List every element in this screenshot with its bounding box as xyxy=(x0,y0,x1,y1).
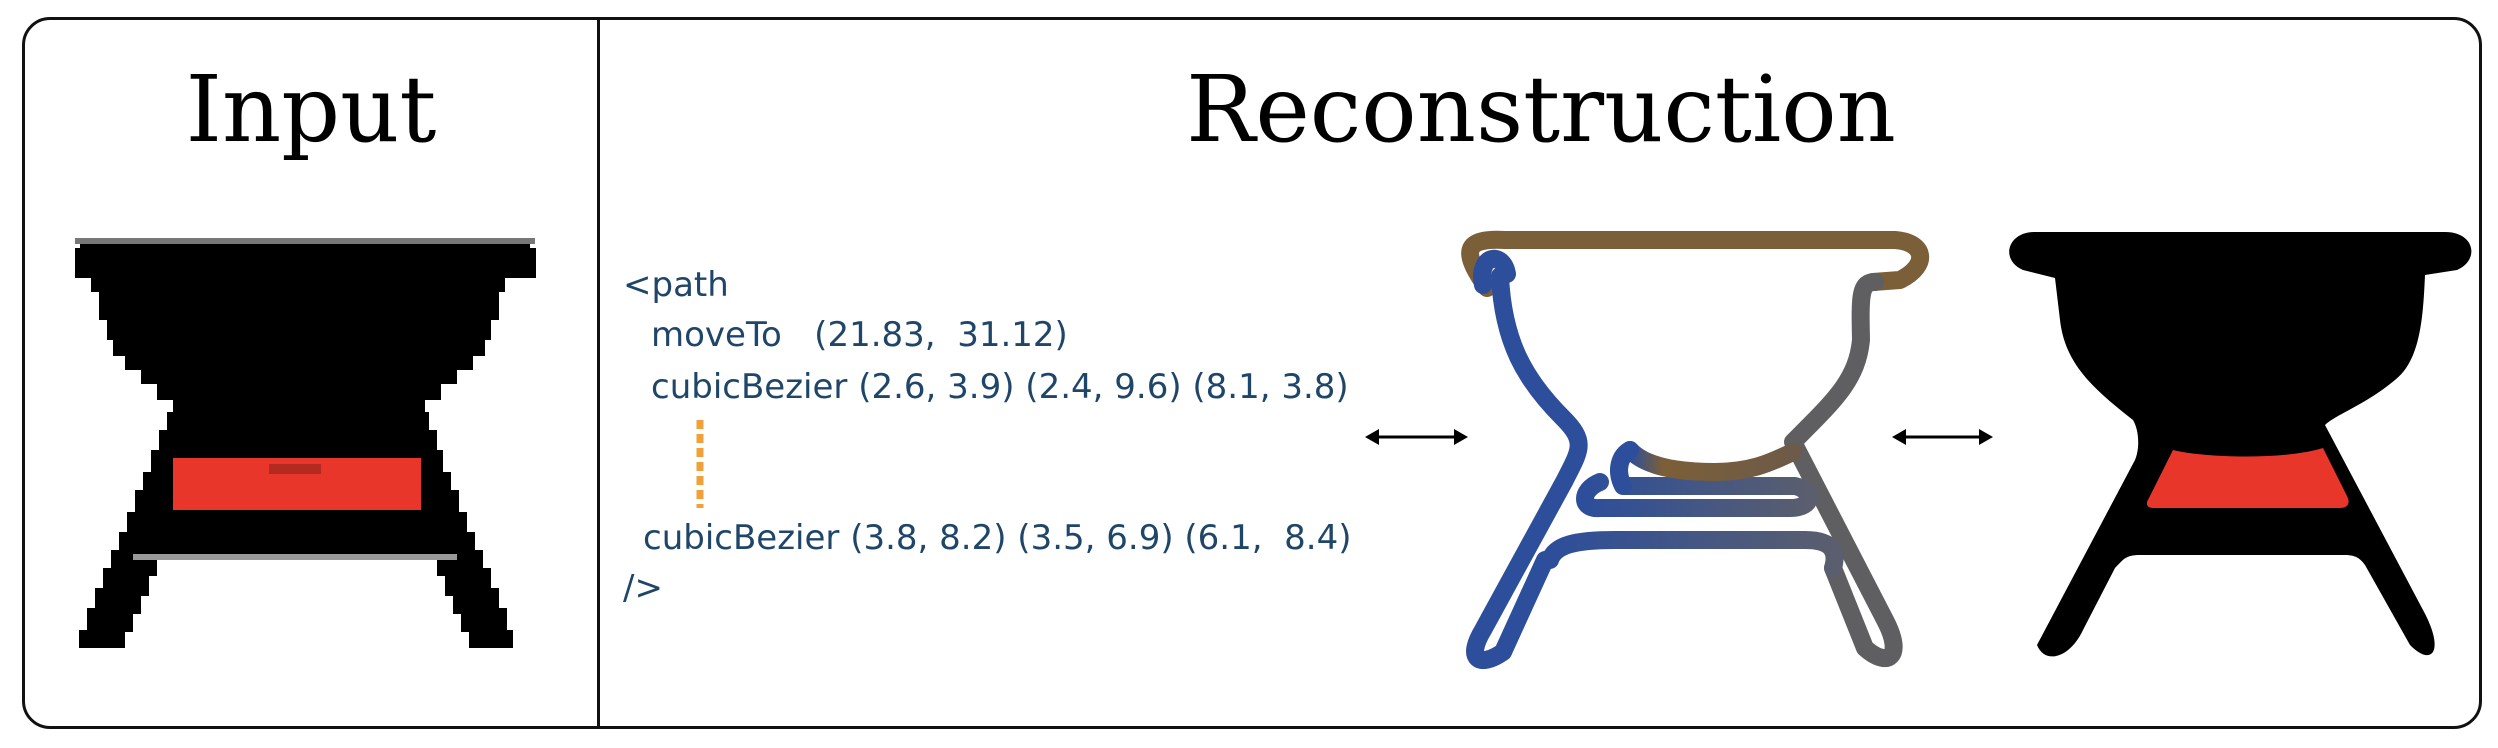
code-ellipsis-dots xyxy=(696,420,704,508)
figure-frame: Input Reconstruction <path moveTo (21.83… xyxy=(22,17,2482,729)
pixelated-stool-icon xyxy=(75,238,536,648)
code-line-path-open: <path xyxy=(623,265,729,305)
code-line-cubic-bezier-2: cubicBezier (3.8, 8.2) (3.5, 6.9) (6.1, … xyxy=(643,518,1352,558)
filled-stool-icon xyxy=(2009,232,2472,657)
panel-divider xyxy=(597,20,600,726)
code-line-moveto: moveTo (21.83, 31.12) xyxy=(651,315,1068,355)
stroke-path-stool-icon xyxy=(1461,230,1929,669)
code-line-path-close: /> xyxy=(623,568,663,608)
code-line-cubic-bezier-1: cubicBezier (2.6, 3.9) (2.4, 9.6) (8.1, … xyxy=(651,367,1349,407)
double-headed-arrow-icon xyxy=(1365,429,1468,445)
reconstruction-heading: Reconstruction xyxy=(1186,56,1896,163)
input-heading: Input xyxy=(185,56,437,163)
double-headed-arrow-icon xyxy=(1892,429,1993,445)
figure-artwork xyxy=(75,230,2472,669)
